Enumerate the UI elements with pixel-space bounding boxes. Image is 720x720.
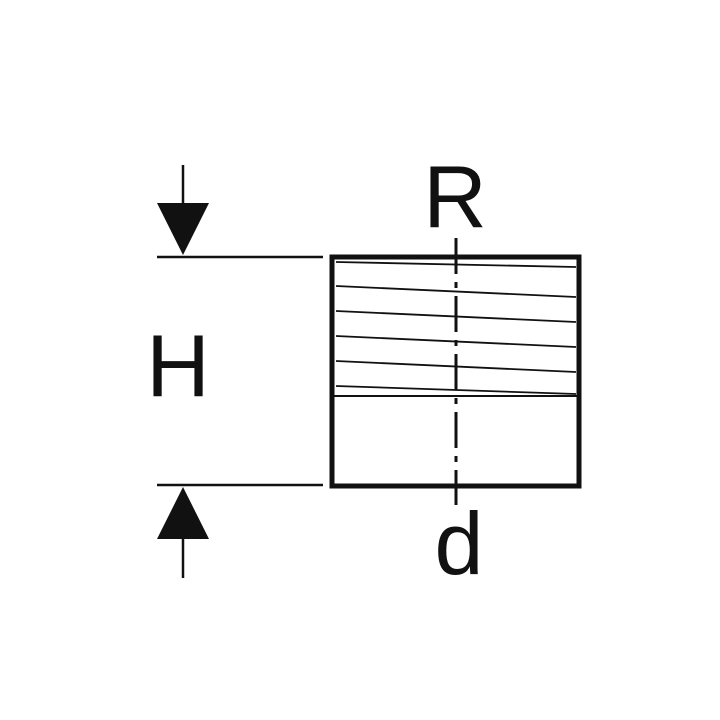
top-arrowhead <box>157 203 209 255</box>
thread-line <box>335 285 577 298</box>
diameter-label: d <box>435 494 484 593</box>
bottom-arrowhead <box>157 487 209 539</box>
height-label: H <box>146 316 210 415</box>
thread-label: R <box>423 147 487 246</box>
top-dimension-arrow <box>157 165 209 255</box>
bottom-dimension-arrow <box>157 487 209 578</box>
